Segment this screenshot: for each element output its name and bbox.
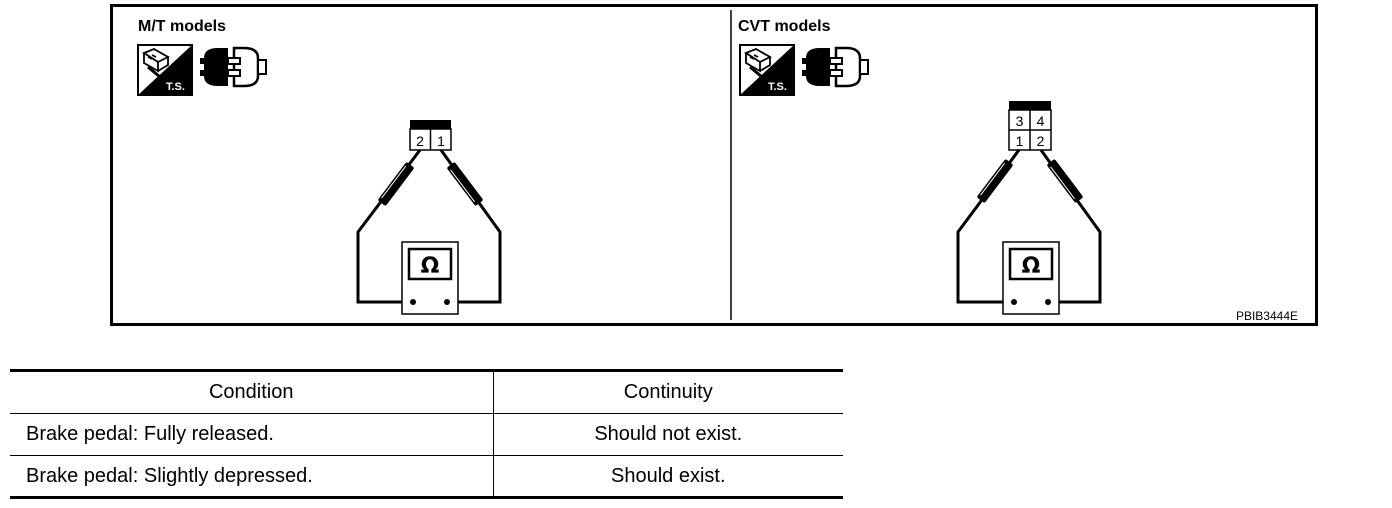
row-2-continuity: Should exist.: [492, 455, 843, 499]
test-probe-icon: [1046, 158, 1084, 204]
right-pin-4: 4: [1037, 113, 1045, 129]
ohmmeter-icon: Ω: [1002, 241, 1060, 315]
table-row: Brake pedal: Slightly depressed. Should …: [10, 455, 843, 499]
header-condition: Condition: [10, 369, 493, 414]
header-continuity: Continuity: [492, 369, 843, 414]
disconnect-connector-icon: [800, 46, 870, 88]
left-connector: 2 1: [409, 120, 452, 151]
ohmmeter-icon: Ω: [401, 241, 459, 315]
harness-connector-ts-icon: T.S.: [136, 43, 194, 97]
disconnect-connector-icon: [198, 46, 268, 88]
left-pin-1: 1: [437, 133, 445, 149]
diagram-frame: [110, 4, 1318, 326]
continuity-diagram: M/T models T.S. 2 1 Ω CVT models T.S.: [136, 10, 1298, 323]
ohm-symbol: Ω: [1022, 254, 1041, 279]
test-probe-icon: [446, 161, 484, 207]
right-connector: 3 4 1 2: [1008, 101, 1052, 151]
test-probe-icon: [377, 161, 415, 207]
right-pin-2: 2: [1037, 133, 1045, 149]
continuity-table: Condition Continuity Brake pedal: Fully …: [10, 369, 843, 499]
test-probe-icon: [976, 158, 1014, 204]
left-panel-title: M/T models: [138, 18, 226, 35]
harness-connector-ts-icon: T.S.: [738, 43, 796, 97]
ts-label: T.S.: [768, 81, 787, 93]
row-2-condition: Brake pedal: Slightly depressed.: [10, 455, 493, 499]
figure-code: PBIB3444E: [1236, 309, 1298, 323]
right-pin-3: 3: [1016, 113, 1024, 129]
right-pin-1: 1: [1016, 133, 1024, 149]
row-1-condition: Brake pedal: Fully released.: [10, 413, 493, 456]
table-row: Brake pedal: Fully released. Should not …: [10, 413, 843, 456]
left-pin-2: 2: [416, 133, 424, 149]
table-header-row: Condition Continuity: [10, 369, 843, 414]
right-panel-title: CVT models: [738, 18, 831, 35]
ts-label: T.S.: [166, 81, 185, 93]
row-1-continuity: Should not exist.: [492, 413, 843, 456]
ohm-symbol: Ω: [421, 254, 440, 279]
